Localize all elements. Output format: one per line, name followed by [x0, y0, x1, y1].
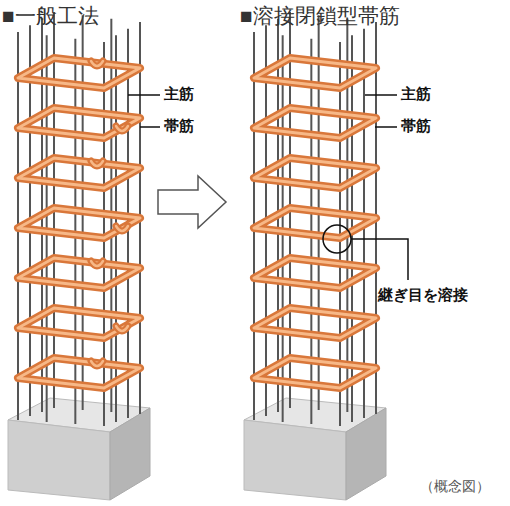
hoop: [18, 208, 140, 238]
part-name: 主筋: [164, 85, 194, 104]
leader-lines: [128, 95, 408, 280]
hoop: [254, 58, 376, 88]
hoop: [18, 58, 140, 88]
hook-highlight: [91, 261, 103, 266]
hoop-highlight: [18, 308, 140, 338]
hoops: [18, 58, 376, 388]
hoop-highlight: [254, 208, 376, 238]
section-heading: ■溶接閉鎖型帯筋: [240, 2, 400, 30]
hoop-highlight: [254, 58, 376, 88]
hook-highlight: [116, 126, 128, 131]
hook-highlight: [116, 226, 128, 231]
hoop-highlight: [18, 158, 140, 188]
part-name: 帯筋: [164, 117, 194, 136]
hoop-highlight: [254, 308, 376, 338]
hoop: [254, 208, 376, 238]
part-name: 帯筋: [401, 117, 431, 136]
main-bars: [18, 12, 376, 426]
hoop: [18, 308, 140, 338]
hoop: [18, 108, 140, 138]
hoop-highlight: [18, 208, 140, 238]
base-front: [244, 420, 346, 500]
hook: [116, 326, 128, 331]
note: （概念図）: [420, 478, 490, 496]
part-name: 主筋: [401, 85, 431, 104]
hoop-highlight: [18, 258, 140, 288]
hoop-highlight: [254, 158, 376, 188]
hook: [91, 261, 103, 266]
hoop-highlight: [254, 108, 376, 138]
hook-highlight: [91, 361, 103, 366]
hoop: [254, 358, 376, 388]
hook: [116, 226, 128, 231]
hoop: [254, 158, 376, 188]
hoop: [18, 158, 140, 188]
hoop: [254, 108, 376, 138]
callout-text: 継ぎ目を溶接: [378, 286, 468, 305]
hoop: [18, 358, 140, 388]
hook: [91, 161, 103, 166]
hook-highlight: [91, 161, 103, 166]
hook: [91, 61, 103, 66]
hook: [116, 126, 128, 131]
hoop-highlight: [254, 358, 376, 388]
hoop: [254, 308, 376, 338]
hoop: [18, 258, 140, 288]
hoop-highlight: [18, 58, 140, 88]
hoop: [254, 258, 376, 288]
section-heading: ■一般工法: [2, 2, 99, 30]
transition-arrow: [158, 176, 226, 228]
hoop-highlight: [254, 258, 376, 288]
hook-highlight: [91, 61, 103, 66]
hoop-highlight: [18, 108, 140, 138]
hook-highlight: [116, 326, 128, 331]
concrete-bases: [8, 398, 386, 500]
hook: [91, 361, 103, 366]
base-front: [8, 420, 110, 500]
hoop-highlight: [18, 358, 140, 388]
